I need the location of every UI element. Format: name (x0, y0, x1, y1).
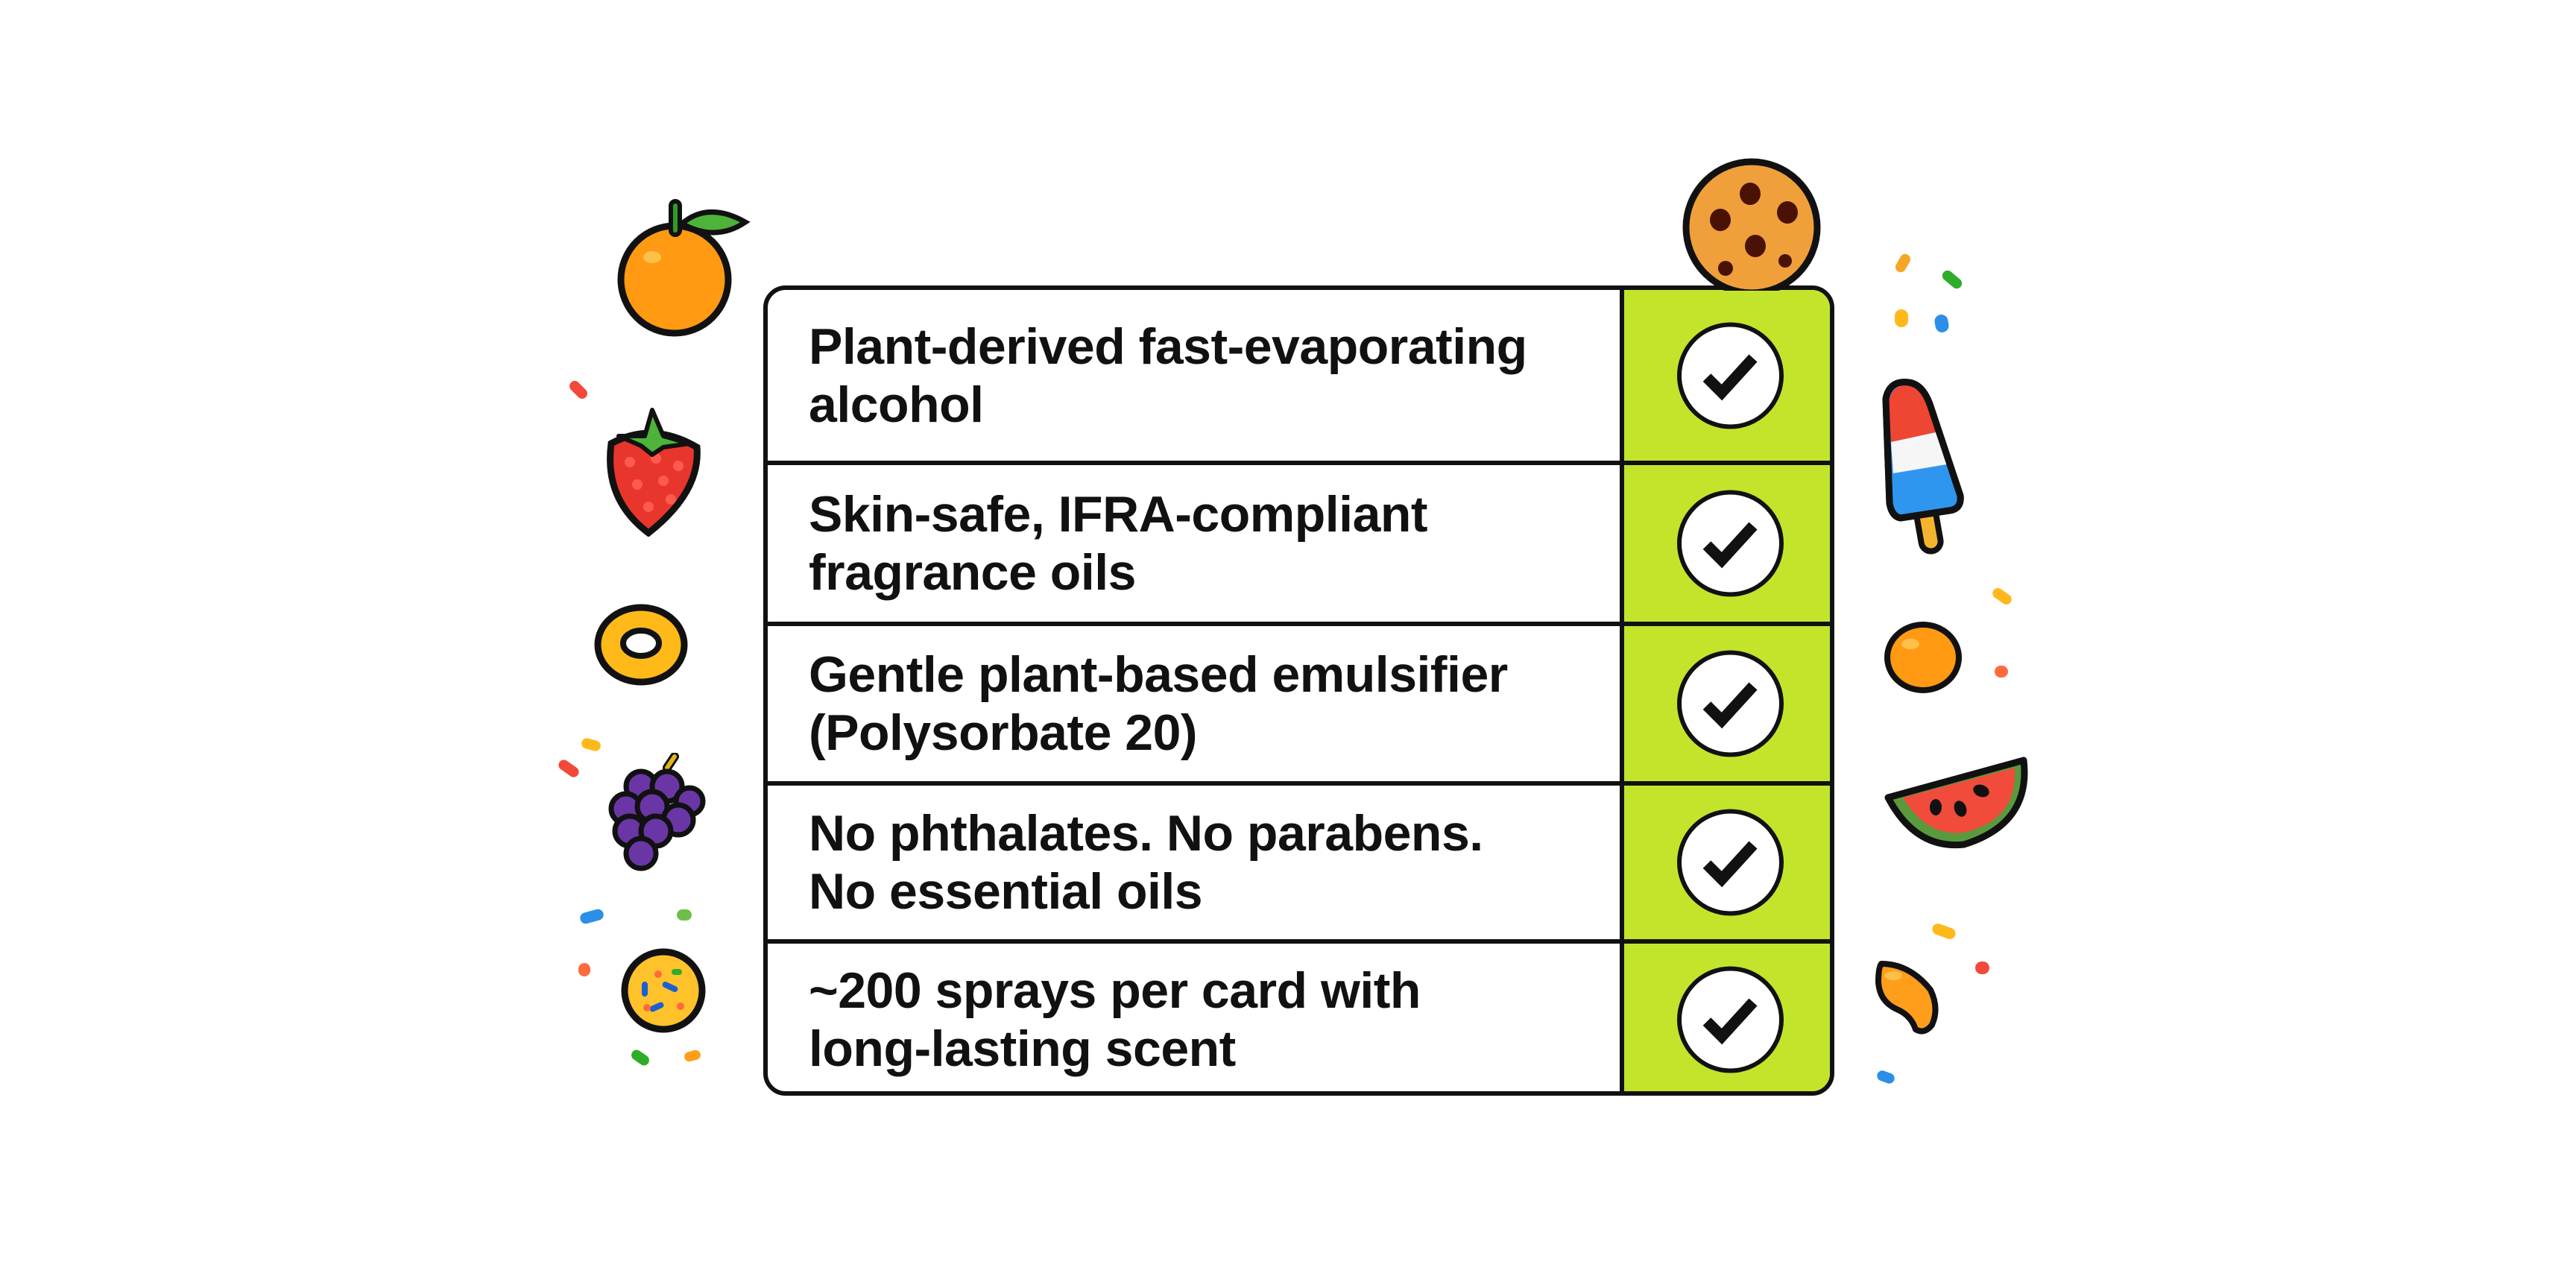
sprinkle-decoration (1975, 962, 1989, 974)
checkmark-icon (1677, 322, 1784, 429)
row-label: ~200 sprays per card with long-lasting s… (809, 962, 1591, 1078)
row-label-line2: fragrance oils (809, 544, 1136, 601)
sprinkle-decoration (1933, 313, 1950, 334)
row-label-line2: alcohol (809, 376, 984, 433)
chocolate-chip-cookie-icon (1682, 158, 1821, 291)
row-label-line1: ~200 sprays per card with (809, 962, 1421, 1019)
sprinkle-decoration (567, 379, 590, 401)
grape-icon (608, 753, 706, 871)
popsicle-icon (1882, 379, 1964, 555)
checkmark-icon (1677, 490, 1784, 597)
row-label-line1: No phthalates. No parabens. (809, 805, 1483, 862)
table-row: Plant-derived fast-evaporating alcohol (768, 290, 1830, 461)
sprinkle-cookie-icon (621, 948, 706, 1033)
row-label-line1: Plant-derived fast-evaporating (809, 318, 1527, 375)
orange-icon (617, 199, 751, 337)
table-row: Gentle plant-based emulsifier (Polysorba… (768, 622, 1830, 781)
row-label: Skin-safe, IFRA-compliant fragrance oils (809, 485, 1591, 602)
cereal-ring-icon (594, 604, 688, 686)
sprinkle-decoration (580, 736, 602, 753)
row-label-line2: No essential oils (809, 863, 1203, 920)
sprinkle-decoration (629, 1047, 651, 1068)
sprinkle-decoration (677, 909, 692, 921)
orange-ball-icon (1884, 622, 1962, 693)
row-label: Plant-derived fast-evaporating alcohol (809, 318, 1591, 434)
row-label-line2: (Polysorbate 20) (809, 704, 1198, 761)
sprinkle-decoration (683, 1049, 702, 1063)
row-label-line1: Skin-safe, IFRA-compliant (809, 486, 1428, 543)
sprinkle-decoration (1995, 666, 2008, 678)
sprinkle-decoration (556, 757, 581, 780)
table-row: No phthalates. No parabens. No essential… (768, 781, 1830, 939)
sprinkle-decoration (578, 908, 605, 925)
row-label-line1: Gentle plant-based emulsifier (809, 646, 1508, 703)
checkmark-icon (1677, 966, 1784, 1073)
strawberry-icon (607, 408, 701, 537)
watermelon-icon (1884, 757, 2028, 849)
checkmark-icon (1677, 650, 1784, 757)
sprinkle-decoration (1893, 252, 1913, 274)
row-label-line2: long-lasting scent (809, 1020, 1236, 1077)
table-row: Skin-safe, IFRA-compliant fragrance oils (768, 461, 1830, 622)
mango-icon (1875, 961, 1939, 1035)
sprinkle-decoration (1875, 1069, 1896, 1085)
row-label: Gentle plant-based emulsifier (Polysorba… (809, 645, 1591, 762)
checkmark-icon (1677, 809, 1784, 916)
sprinkle-decoration (1895, 309, 1908, 327)
feature-checklist-table: Plant-derived fast-evaporating alcohol S… (763, 285, 1834, 1096)
row-label: No phthalates. No parabens. No essential… (809, 804, 1591, 921)
sprinkle-decoration (1931, 921, 1957, 941)
table-row: ~200 sprays per card with long-lasting s… (768, 939, 1830, 1091)
sprinkle-decoration (1990, 586, 2014, 607)
sprinkle-decoration (1940, 268, 1964, 291)
sprinkle-decoration (578, 963, 590, 976)
